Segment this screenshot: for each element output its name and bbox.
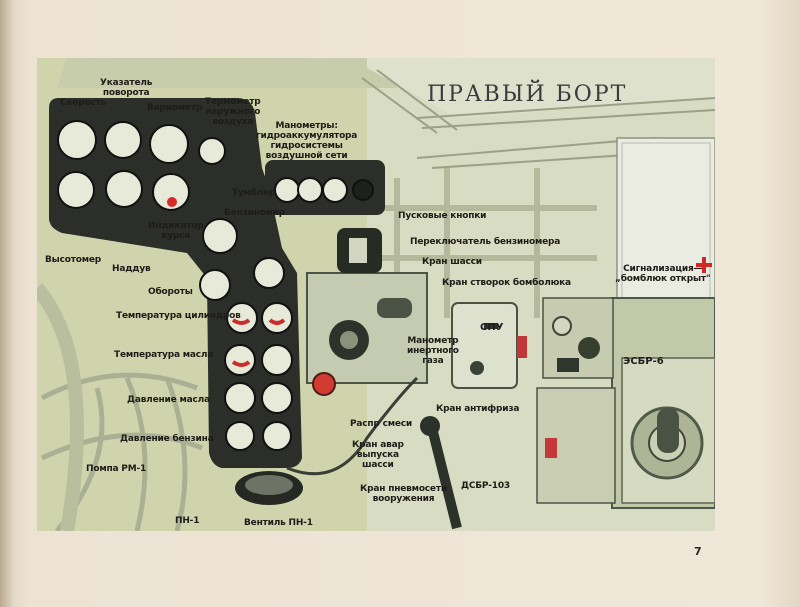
cockpit-illustration: [37, 58, 715, 531]
label-inert-gas: Манометр инертного газа: [407, 336, 459, 366]
label-toggle-switch: Тумблер: [232, 188, 276, 198]
cockpit-drawing: [37, 58, 715, 531]
label-speed: Скорость: [60, 98, 107, 108]
first-aid-cross-icon: [696, 257, 712, 273]
label-mixture: Распр смеси: [350, 419, 413, 429]
esbr-panel-label: ЭСБР-6: [623, 356, 664, 367]
page-spine: [0, 0, 14, 607]
label-pump: Помпа РМ-1: [86, 464, 147, 474]
label-oil-temp: Температура масла: [114, 350, 214, 360]
label-turn-indicator: Указатель поворота: [100, 78, 153, 98]
label-emergency-gear: Кран авар выпуска шасси: [352, 440, 404, 470]
label-cyl-temp: Температура цилиндров: [116, 311, 241, 321]
label-bomb-doors: Кран створок бомболюка: [442, 278, 571, 288]
label-bomb-signal: Сигнализация— „бомблюк открыт": [615, 264, 711, 284]
label-altimeter: Высотомер: [45, 255, 102, 265]
label-antifreeze: Кран антифриза: [436, 404, 520, 414]
gauge-set: [57, 120, 374, 451]
label-course-indicator: Индикатор курса: [148, 221, 204, 241]
label-rpm: Обороты: [148, 287, 193, 297]
label-oil-pressure: Давление масла: [127, 395, 210, 405]
label-valve-pn1: Вентиль ПН-1: [244, 518, 313, 528]
label-fuel-gauge: Бензиномер: [224, 208, 286, 218]
page-title: ПРАВЫЙ БОРТ: [427, 82, 628, 107]
label-fuel-pressure: Давление бензина: [120, 434, 214, 444]
label-dsbr: ДСБР-103: [461, 481, 510, 491]
label-pneumatic-weapons: Кран пневмосети вооружения: [360, 484, 447, 504]
label-pn1: ПН-1: [175, 516, 200, 526]
label-start-buttons: Пусковые кнопки: [398, 211, 487, 221]
label-boost: Наддув: [112, 264, 151, 274]
label-pressure-gauges: Манометры: гидроаккумулятора гидросистем…: [256, 121, 358, 161]
spu-panel-label: СПУ: [480, 322, 504, 333]
page-number: 7: [694, 545, 702, 558]
label-fuel-switch: Переключатель бензиномера: [410, 237, 561, 247]
label-variometer: Вариометр: [147, 103, 203, 113]
label-gear-valve: Кран шасси: [422, 257, 482, 267]
label-thermometer: Термометр наружного воздуха: [205, 97, 261, 127]
